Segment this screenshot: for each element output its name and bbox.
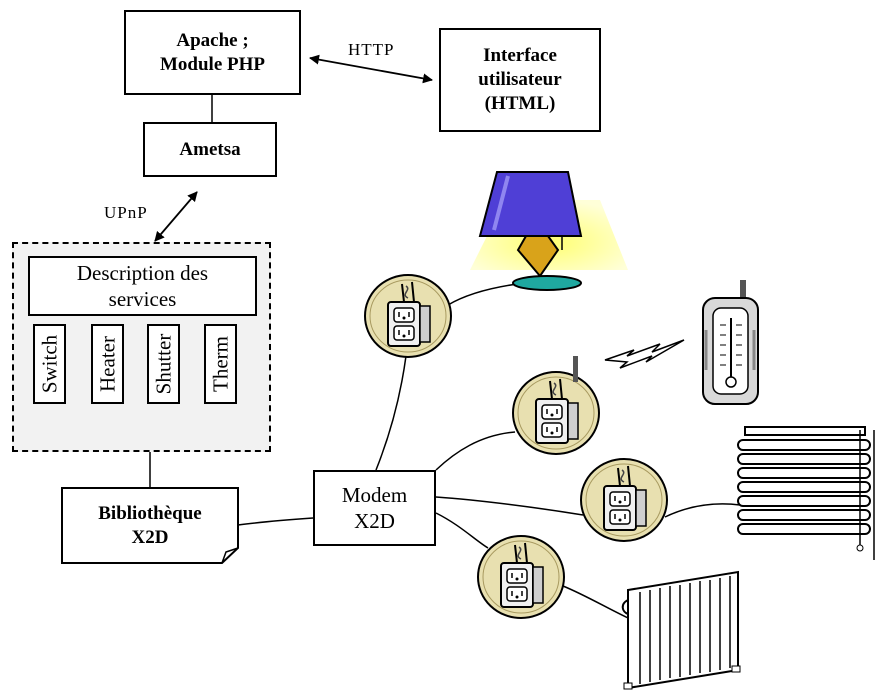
edge-outlet1-lamp	[447, 282, 526, 306]
library-document-shape	[61, 487, 239, 564]
modem-x2d-node: Modem X2D	[313, 470, 436, 546]
edge-modem-outlet2	[435, 431, 516, 471]
power-outlet-module-icon	[580, 458, 668, 542]
power-outlet-module-icon	[512, 371, 600, 455]
service-therm-label: Therm	[208, 336, 232, 392]
service-shutter: Shutter	[147, 324, 180, 404]
service-description-box: Description des services	[28, 256, 257, 316]
thermostat-icon	[702, 280, 759, 405]
library-node: Bibliothèque X2D	[62, 488, 238, 563]
service-shutter-label: Shutter	[151, 333, 175, 395]
edge-modem-outlet1	[375, 355, 407, 471]
service-heater-label: Heater	[95, 336, 119, 392]
service-switch-label: Switch	[37, 334, 61, 394]
edge-modem-outlet4	[435, 512, 489, 549]
service-heater: Heater	[91, 324, 124, 404]
apache-php-label: Apache ; Module PHP	[159, 29, 266, 75]
edge-upnp	[154, 191, 198, 242]
radiator-icon	[621, 570, 741, 690]
edge-modem-outlet3	[435, 496, 584, 516]
user-interface-node: Interface utilisateur (HTML)	[439, 28, 601, 132]
upnp-label: UPnP	[104, 203, 148, 222]
window-shutter-icon	[737, 426, 875, 560]
upnp-services-group: Description des services Switch Heater S…	[12, 242, 271, 452]
service-therm: Therm	[204, 324, 237, 404]
power-outlet-module-icon	[364, 274, 452, 358]
http-label: HTTP	[348, 40, 395, 59]
ametsa-node: Ametsa	[143, 122, 277, 177]
lightning-wireless-icon	[604, 339, 685, 369]
edge-outlet3-shutter	[664, 503, 741, 518]
service-description-label: Description des services	[76, 261, 209, 311]
lamp-icon	[470, 171, 628, 291]
antenna	[573, 356, 578, 382]
ametsa-label: Ametsa	[179, 138, 241, 160]
edge-outlet4-radiator	[562, 585, 629, 619]
edge-http	[309, 54, 433, 84]
apache-php-node: Apache ; Module PHP	[124, 10, 301, 95]
library-label: Bibliothèque X2D	[98, 502, 202, 548]
service-switch: Switch	[33, 324, 66, 404]
power-outlet-module-icon	[477, 535, 565, 619]
modem-label: Modem X2D	[341, 483, 408, 533]
edge-library-modem	[237, 517, 314, 526]
user-interface-label: Interface utilisateur (HTML)	[478, 45, 562, 114]
